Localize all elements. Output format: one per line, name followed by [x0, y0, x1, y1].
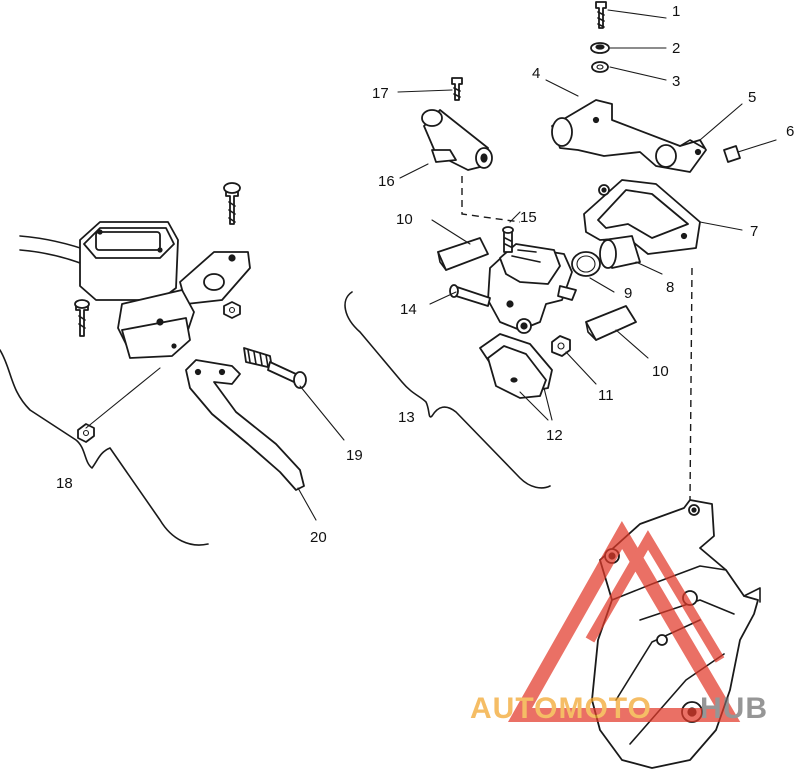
pin-14	[453, 285, 491, 307]
callout-11: 11	[598, 387, 614, 404]
caliper-group	[344, 1, 777, 501]
bleed-screw-6	[723, 145, 741, 163]
clamp-nut	[223, 301, 241, 319]
watermark-logo: AUTOMOTO HUB	[470, 521, 768, 725]
callout-2: 2	[672, 40, 680, 57]
washer-3	[591, 61, 609, 73]
callout-9: 9	[624, 285, 632, 302]
callout-16: 16	[378, 173, 395, 190]
push-rod	[243, 347, 307, 389]
brake-pad-inner	[487, 345, 547, 399]
callout-12: 12	[546, 427, 563, 444]
callout-17: 17	[372, 85, 389, 102]
watermark-triangle-outer	[507, 521, 741, 722]
callout-1: 1	[672, 3, 680, 20]
watermark-text-right: HUB	[700, 692, 768, 725]
callout-6: 6	[786, 123, 794, 140]
shim-10-upper	[437, 237, 489, 271]
callout-4: 4	[532, 65, 540, 82]
watermark-triangle-inner	[585, 530, 725, 663]
callout-20: 20	[310, 529, 327, 546]
shim-10-lower	[585, 305, 637, 341]
seal-9	[571, 251, 601, 277]
callout-3: 3	[672, 73, 680, 90]
callout-14: 14	[400, 301, 417, 318]
callout-5: 5	[748, 89, 756, 106]
callout-13: 13	[398, 409, 415, 426]
brake-lever	[185, 359, 305, 491]
callout-8: 8	[666, 279, 674, 296]
callout-10-lower: 10	[652, 363, 669, 380]
caliper-bracket	[551, 99, 707, 173]
callout-18: 18	[56, 475, 73, 492]
watermark-text-left: AUTOMOTO	[470, 692, 652, 725]
callout-15: 15	[520, 209, 537, 226]
callout-labels: 1 2 3 4 5 6 7 8 9 10 10 11 12 13 14 15 1…	[56, 3, 794, 546]
callout-7: 7	[750, 223, 758, 240]
callout-19: 19	[346, 447, 363, 464]
master-cylinder-group	[0, 182, 345, 546]
bolt-1	[595, 1, 607, 29]
callout-10-upper: 10	[396, 211, 413, 228]
nut-11	[551, 335, 571, 357]
lever-nut	[77, 423, 95, 443]
